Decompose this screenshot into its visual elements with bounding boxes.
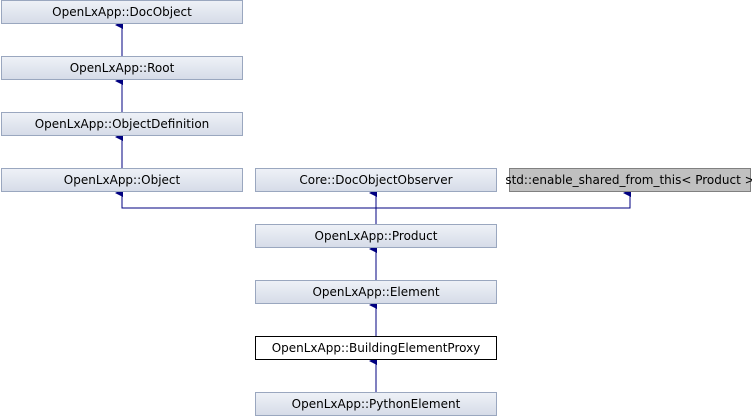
node-product[interactable]: OpenLxApp::Product [255,224,497,248]
edge-product-object [115,189,376,209]
node-object[interactable]: OpenLxApp::Object [1,168,243,192]
node-enable-shared-from-this: std::enable_shared_from_this< Product > [505,168,752,192]
node-pythonelement[interactable]: OpenLxApp::PythonElement [255,392,497,416]
node-docobjectobserver[interactable]: Core::DocObjectObserver [255,168,497,192]
node-root[interactable]: OpenLxApp::Root [1,56,243,80]
node-objectdefinition[interactable]: OpenLxApp::ObjectDefinition [1,112,243,136]
node-buildingelementproxy: OpenLxApp::BuildingElementProxy [255,336,497,360]
node-docobject[interactable]: OpenLxApp::DocObject [1,0,243,24]
edge-product-enable-shared [376,189,631,209]
node-element[interactable]: OpenLxApp::Element [255,280,497,304]
